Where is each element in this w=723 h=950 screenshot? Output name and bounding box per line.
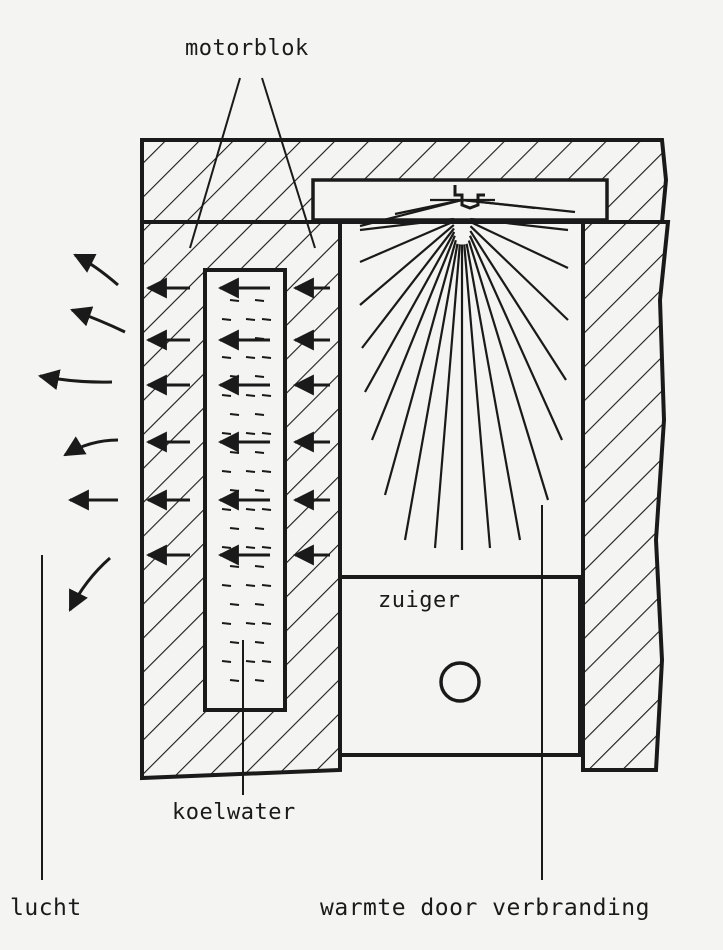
coolant-mark bbox=[229, 565, 240, 568]
leader-lines bbox=[41, 77, 543, 880]
leader-motorblok-left bbox=[189, 77, 241, 249]
heat-ray bbox=[359, 224, 455, 306]
air-flow-arrows bbox=[37, 253, 126, 612]
coolant-mark bbox=[245, 508, 256, 511]
coolant-mark bbox=[229, 413, 240, 416]
coolant-mark bbox=[261, 508, 272, 511]
coolant-mark bbox=[229, 603, 240, 606]
label-warmte-door-verbranding: warmte door verbranding bbox=[320, 895, 650, 921]
coolant-mark bbox=[254, 299, 265, 302]
heat-ray bbox=[469, 230, 567, 381]
heat-ray bbox=[463, 244, 492, 549]
label-zuiger: zuiger bbox=[378, 588, 461, 613]
heat-ray bbox=[470, 221, 569, 269]
piston bbox=[338, 575, 582, 757]
heat-ray bbox=[461, 198, 576, 214]
coolant-mark bbox=[261, 584, 272, 587]
coolant-mark bbox=[221, 508, 232, 511]
air-flow-arrow bbox=[70, 306, 126, 334]
coolant-mark bbox=[245, 660, 256, 663]
coolant-mark bbox=[254, 489, 265, 492]
coolant-mark bbox=[221, 318, 232, 321]
heat-ray bbox=[468, 235, 564, 441]
heat-flow-arrows bbox=[145, 277, 330, 566]
coolant-mark bbox=[245, 470, 256, 473]
spark-plug-icon bbox=[453, 185, 485, 210]
heat-ray bbox=[403, 243, 459, 541]
coolant-mark bbox=[254, 641, 265, 644]
heat-ray bbox=[467, 240, 550, 501]
coolant-mark bbox=[254, 603, 265, 606]
coolant-mark bbox=[229, 375, 240, 378]
heat-ray bbox=[359, 220, 455, 264]
coolant-mark bbox=[221, 356, 232, 359]
coolant-mark bbox=[221, 432, 232, 435]
coolant-mark bbox=[229, 679, 240, 682]
heat-ray bbox=[370, 235, 456, 441]
coolant-mark bbox=[261, 394, 272, 397]
coolant-mark bbox=[229, 641, 240, 644]
label-koelwater: koelwater bbox=[172, 800, 296, 825]
coolant-mark bbox=[221, 470, 232, 473]
coolant-mark bbox=[229, 527, 240, 530]
heat-ray bbox=[469, 225, 569, 321]
coolant-mark bbox=[261, 660, 272, 663]
coolant-mark bbox=[261, 546, 272, 549]
heat-ray bbox=[383, 239, 457, 496]
heat-ray bbox=[465, 243, 522, 541]
heat-ray bbox=[470, 217, 569, 232]
coolant-mark bbox=[245, 432, 256, 435]
coolant-mark bbox=[261, 356, 272, 359]
coolant-mark bbox=[229, 299, 240, 302]
heat-ray bbox=[359, 217, 454, 232]
right-block-wall bbox=[581, 220, 671, 772]
coolant-mark bbox=[245, 622, 256, 625]
coolant-mark bbox=[221, 622, 232, 625]
label-motorblok: motorblok bbox=[185, 36, 309, 61]
air-flow-arrow bbox=[73, 253, 119, 287]
label-lucht: lucht bbox=[10, 895, 82, 921]
coolant-mark bbox=[245, 584, 256, 587]
coolant-channel bbox=[203, 268, 287, 712]
cylinder-head bbox=[140, 138, 669, 224]
coolant-mark bbox=[254, 413, 265, 416]
combustion-heat-rays bbox=[359, 198, 576, 550]
coolant-mark bbox=[261, 432, 272, 435]
heat-ray bbox=[394, 198, 463, 216]
air-flow-arrow bbox=[63, 436, 119, 457]
coolant-mark bbox=[221, 660, 232, 663]
coolant-mark bbox=[245, 356, 256, 359]
coolant-mark bbox=[261, 622, 272, 625]
heat-ray bbox=[433, 244, 461, 549]
coolant-mark bbox=[245, 394, 256, 397]
leader-motorblok-right bbox=[261, 77, 316, 249]
coolant-mark bbox=[221, 394, 232, 397]
coolant-mark bbox=[245, 546, 256, 549]
heat-ray bbox=[361, 227, 455, 349]
coolant-mark bbox=[261, 318, 272, 321]
coolant-mark bbox=[221, 584, 232, 587]
air-flow-arrow bbox=[37, 369, 113, 391]
coolant-mark bbox=[229, 489, 240, 492]
coolant-mark bbox=[254, 679, 265, 682]
piston-pin-icon bbox=[439, 661, 481, 703]
coolant-mark bbox=[254, 527, 265, 530]
coolant-mark bbox=[261, 470, 272, 473]
coolant-mark bbox=[254, 565, 265, 568]
air-flow-arrow bbox=[68, 556, 111, 612]
heat-ray bbox=[364, 231, 456, 393]
coolant-mark bbox=[254, 375, 265, 378]
coolant-mark bbox=[245, 318, 256, 321]
coolant-mark bbox=[221, 546, 232, 549]
coolant-mark bbox=[229, 451, 240, 454]
coolant-mark bbox=[254, 451, 265, 454]
